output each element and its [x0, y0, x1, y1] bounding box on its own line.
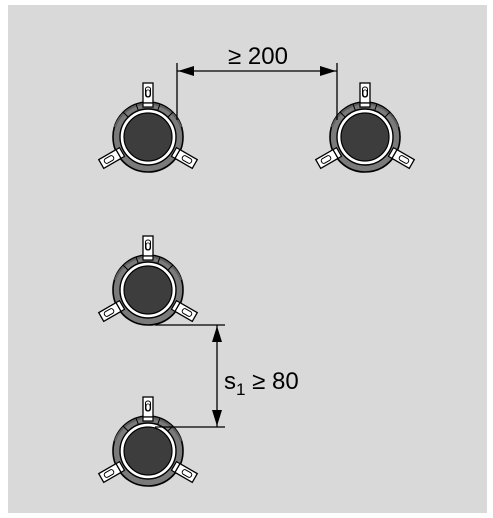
vertical-dimension: s1 ≥ 80 [155, 324, 299, 428]
vertical-arrow-bottom [212, 410, 222, 426]
ring-tick [157, 256, 161, 264]
core [123, 265, 173, 315]
mount-tab-label: 0 [145, 88, 151, 100]
mounting-clip [142, 82, 154, 108]
horizontal-arrow-left [178, 66, 194, 76]
ring-tick [339, 111, 346, 118]
mount-tab-label: 0 [145, 402, 151, 414]
fixture-bottom: 0 [97, 396, 199, 487]
mounting-clip [170, 299, 199, 323]
core [123, 426, 173, 476]
mounting-clip [142, 396, 154, 422]
fixture-middle: 0 [97, 235, 199, 326]
mounting-clip [359, 82, 371, 108]
horizontal-spacing-label: ≥ 200 [228, 43, 288, 70]
mounting-clip [97, 146, 126, 170]
ring-tick [157, 103, 161, 111]
mounting-clip [97, 460, 126, 484]
ring-tick [352, 103, 356, 111]
ring-tick [135, 417, 139, 425]
ring-tick [384, 111, 391, 118]
mounting-clip [170, 460, 199, 484]
ring-tick [157, 417, 161, 425]
mounting-clip [314, 146, 343, 170]
mounting-clip [170, 146, 199, 170]
core [123, 112, 173, 162]
mounting-clip [97, 299, 126, 323]
mounting-clip [142, 235, 154, 261]
ring-tick [122, 425, 129, 432]
fixture-top-left: 0 [97, 82, 199, 173]
ring-tick [135, 256, 139, 264]
ring-tick [135, 103, 139, 111]
fixture-group: 0 0 0 0 [97, 82, 416, 487]
ring-tick [167, 111, 174, 118]
mount-tab-label: 0 [362, 88, 368, 100]
diagram-background [8, 5, 487, 513]
ring-tick [167, 264, 174, 271]
horizontal-arrow-right [320, 66, 336, 76]
mount-tab-label: 0 [145, 241, 151, 253]
ring-tick [122, 264, 129, 271]
vertical-spacing-label: s1 ≥ 80 [224, 368, 299, 399]
fixture-top-right: 0 [314, 82, 416, 173]
horizontal-dimension: ≥ 200 [176, 43, 338, 120]
vertical-arrow-top [212, 326, 222, 342]
ring-tick [374, 103, 378, 111]
ring-tick [122, 111, 129, 118]
core [340, 112, 390, 162]
mounting-clip [387, 146, 416, 170]
